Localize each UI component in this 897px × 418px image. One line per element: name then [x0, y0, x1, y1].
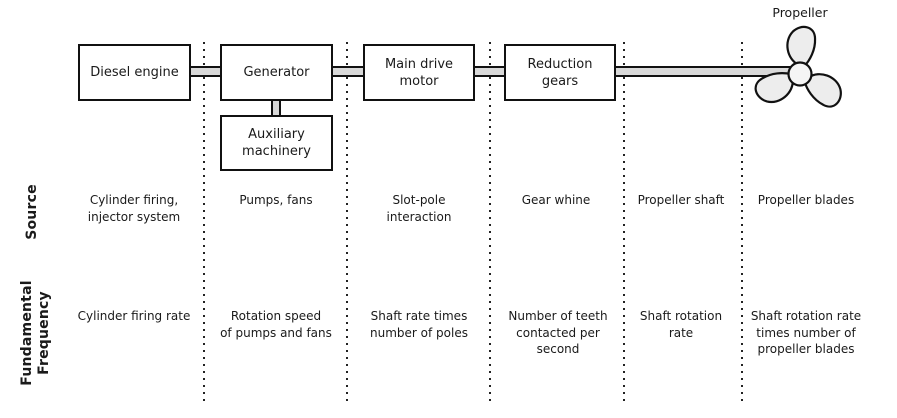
frequency-cell-main-drive-motor: Shaft rate times number of poles: [370, 309, 468, 340]
frequency-cell-reduction-gears: Number of teeth contacted per second: [508, 309, 608, 356]
frequency-cell-propeller-shaft: Shaft rotation rate: [639, 309, 723, 340]
box-label: Diesel engine: [90, 65, 179, 80]
box-label: gears: [541, 73, 579, 89]
source-cell-main-drive-motor: Slot-pole interaction: [386, 193, 452, 224]
main-drive-motor-box: Main drive motor: [363, 44, 475, 101]
column-separator: [741, 42, 743, 402]
diesel-engine-box: Diesel engine: [78, 44, 191, 101]
box-label: motor: [399, 73, 439, 89]
column-separator: [489, 42, 491, 402]
auxiliary-machinery-box: Auxiliary machinery: [220, 115, 333, 171]
box-label: Reduction: [527, 56, 593, 72]
source-cell-propeller-shaft: Propeller shaft: [637, 193, 725, 207]
fundamental-frequency-row-label: Fundamental Frequency: [19, 280, 52, 386]
box-label: machinery: [242, 144, 311, 159]
column-separator: [623, 42, 625, 402]
column-separator: [203, 42, 205, 402]
generator-box: Generator: [220, 44, 333, 101]
frequency-cell-propeller-blades: Shaft rotation rate times number of prop…: [750, 309, 862, 356]
generator-auxiliary-connector: [271, 100, 281, 116]
source-row-label: Source: [24, 184, 40, 240]
column-separator: [346, 42, 348, 402]
box-label: Generator: [243, 65, 310, 80]
propeller-icon: [754, 25, 842, 108]
source-cell-reduction-gears: Gear whine: [521, 193, 591, 207]
source-cell-generator: Pumps, fans: [239, 193, 313, 207]
shaft-segment: [189, 66, 222, 77]
shaft-segment: [473, 66, 506, 77]
source-cell-propeller-blades: Propeller blades: [757, 193, 855, 207]
propeller-label: Propeller: [772, 5, 828, 20]
frequency-cell-diesel-engine: Cylinder firing rate: [77, 309, 191, 323]
frequency-cell-generator: Rotation speed of pumps and fans: [220, 309, 332, 340]
source-cell-diesel-engine: Cylinder firing, injector system: [87, 193, 181, 224]
shaft-segment: [331, 66, 365, 77]
reduction-gears-box: Reduction gears: [504, 44, 616, 101]
box-label: Main drive: [384, 56, 454, 72]
propeller-shaft-segment: [614, 66, 796, 77]
box-label: Auxiliary: [248, 127, 305, 142]
